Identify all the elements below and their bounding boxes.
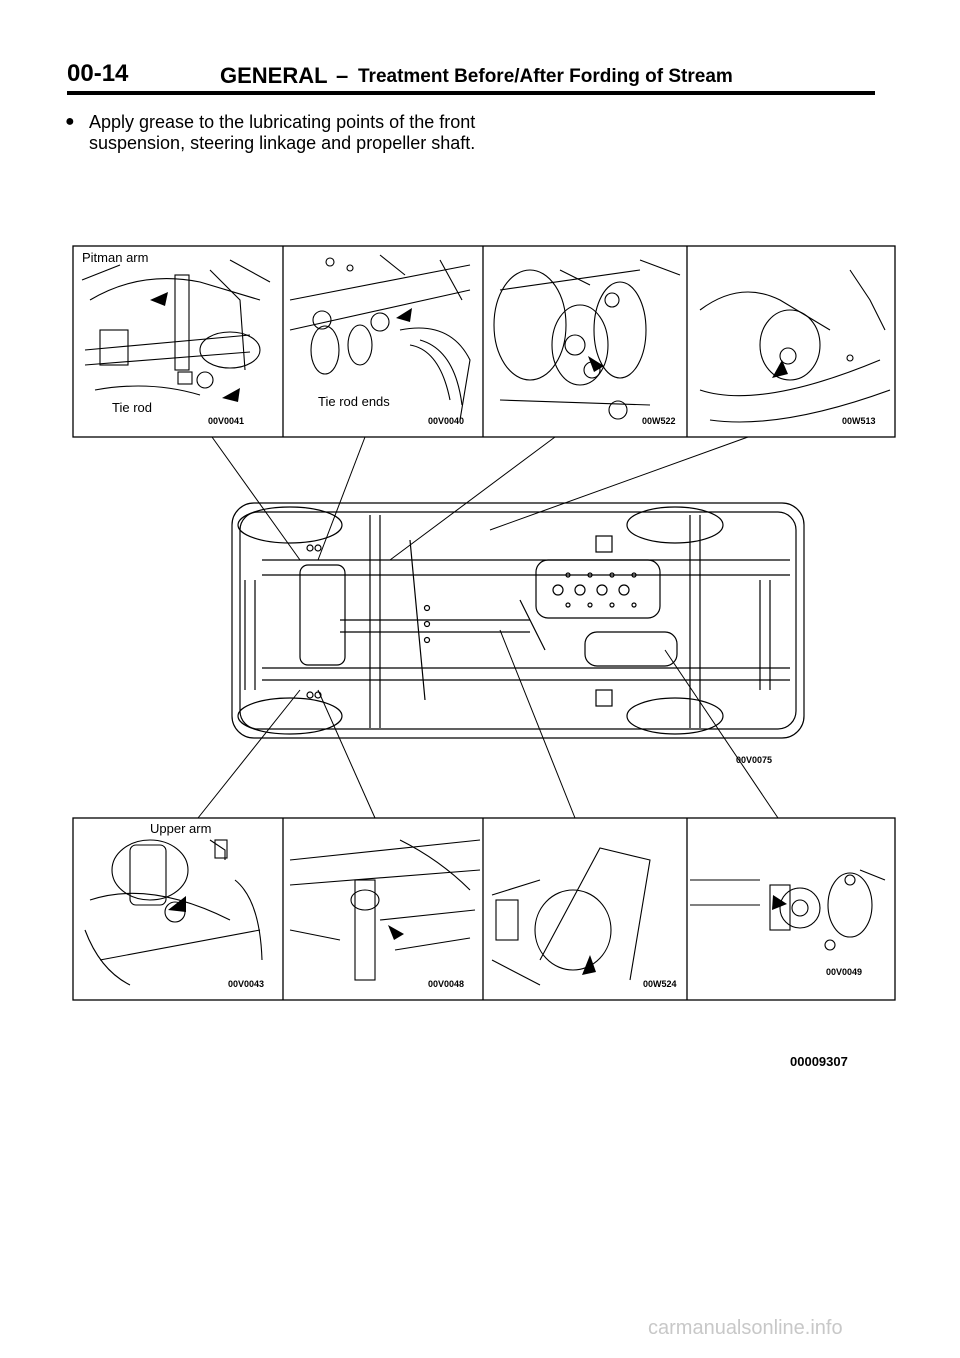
code-00v0048: 00V0048 <box>428 979 464 989</box>
upper-arm-arrow-icon <box>168 896 186 912</box>
rear-shaft-arrow-icon <box>772 895 787 910</box>
panel-upper-arm-drawing <box>84 839 263 986</box>
label-upper-arm: Upper arm <box>150 821 211 836</box>
code-00v0043-label: 00V0043 <box>228 979 264 989</box>
page-header: 00-14 GENERAL – Treatment Before/After F… <box>67 60 875 90</box>
leader-lines <box>197 436 779 819</box>
panel-center-joint-drawing <box>491 847 651 986</box>
code-00w522: 00W522 <box>642 416 676 426</box>
page-subtitle: Treatment Before/After Fording of Stream <box>358 66 733 87</box>
pitman-arrow-icon <box>150 292 168 306</box>
chassis-underside-drawing <box>231 502 805 739</box>
center-joint-arrow-icon <box>582 955 596 975</box>
watermark-text: carmanualsonline.info <box>648 1317 843 1339</box>
code-00w524: 00W524 <box>643 979 677 989</box>
top-panel-row <box>72 245 896 438</box>
code-00w513: 00W513 <box>842 416 876 426</box>
figure-number: 00009307 <box>790 1054 848 1069</box>
panel-tie-rod-ends-drawing <box>289 254 471 421</box>
panel-propeller-joint-front-drawing <box>493 259 681 420</box>
bullet-icon: ● <box>65 113 75 130</box>
section-title: GENERAL <box>220 63 328 88</box>
panel-rear-shaft-joint-drawing <box>690 869 886 951</box>
label-tie-rod-ends: Tie rod ends <box>318 394 390 409</box>
tie-rod-arrow-icon <box>222 388 240 402</box>
rear-joint-arrow-icon <box>772 360 788 378</box>
code-00v0075: 00V0075 <box>736 755 772 765</box>
front-joint-arrow-icon <box>588 356 604 372</box>
lower-joint-arrow-icon <box>388 925 404 940</box>
bottom-panel-row <box>72 817 896 1001</box>
instruction-text: Apply grease to the lubricating points o… <box>89 112 476 153</box>
header-rule <box>67 91 875 95</box>
page-number: 00-14 <box>67 60 129 87</box>
panel-lower-joint-drawing <box>289 839 481 981</box>
label-tie-rod: Tie rod <box>112 400 152 415</box>
code-00v0040: 00V0040 <box>428 416 464 426</box>
panel-pitman-arm-drawing <box>81 259 271 396</box>
tie-rod-end-arrow-icon <box>396 308 412 322</box>
code-00v0041: 00V0041 <box>208 416 244 426</box>
title-separator: – <box>336 63 349 88</box>
label-pitman-arm: Pitman arm <box>82 250 148 265</box>
panel-propeller-joint-rear-drawing <box>699 269 891 423</box>
code-00v0049: 00V0049 <box>826 967 862 977</box>
